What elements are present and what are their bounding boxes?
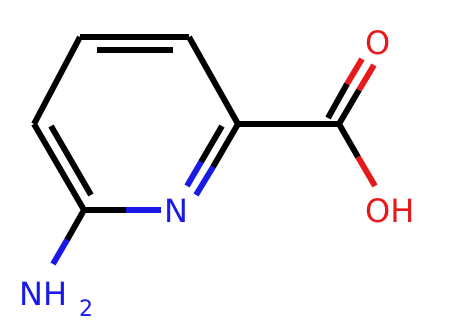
bond-c6-amine-blue [50, 238, 70, 266]
bond-c-oh-black [336, 122, 361, 159]
bond-c-o-double-b-red [344, 57, 365, 86]
bond-c1-n-black [210, 122, 241, 169]
bond-c1-n-blue [193, 165, 216, 197]
bond-c2-c1 [31, 122, 87, 212]
hydroxyl-label: OH [365, 192, 414, 230]
bond-c-o-double-a-black [336, 88, 362, 126]
bond-c1-n-inner-blue [184, 160, 204, 188]
bond-c-o-double-b-black [325, 82, 350, 120]
bond-c6-amine-black [64, 208, 87, 242]
amine-subscript: 2 [79, 297, 93, 322]
bond-c3-c2 [31, 35, 83, 126]
bond-c-o-double-a-red [356, 63, 377, 92]
bond-c2-c1-inner [48, 124, 94, 197]
bond-c-oh-red [355, 155, 378, 188]
bond-c4-c3 [186, 35, 241, 126]
ring-nitrogen-label: N [164, 192, 188, 230]
amine-label: NH [19, 275, 67, 313]
bond-c1-n-inner-black [198, 124, 225, 164]
carbonyl-oxygen-label: O [365, 24, 390, 62]
